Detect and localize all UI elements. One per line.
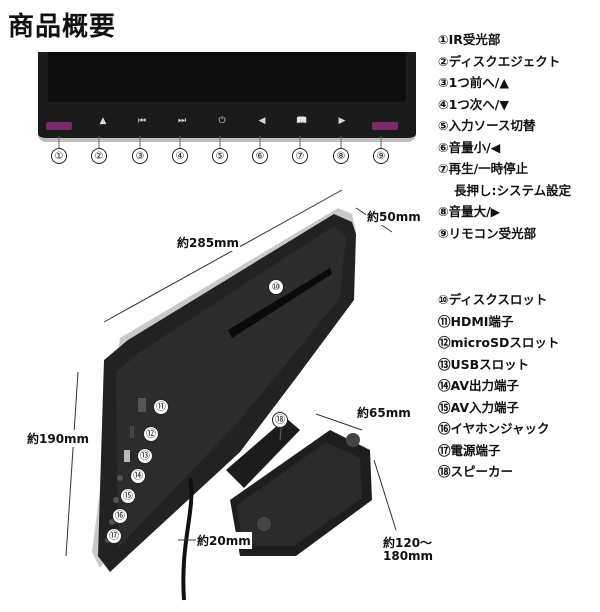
next-icon: ⏭ bbox=[177, 116, 187, 126]
legend-item: ⑫microSDスロット bbox=[438, 335, 560, 350]
legend-item: ⑤入力ソース切替 bbox=[438, 118, 536, 133]
callout-5: ⑤ bbox=[212, 148, 228, 164]
front-screen bbox=[48, 52, 406, 102]
legend-item: ⑱スピーカー bbox=[438, 464, 514, 479]
callout-2: ② bbox=[91, 148, 107, 164]
legend-item: 長押し:システム設定 bbox=[454, 182, 572, 198]
legend-item: ③1つ前へ/▲ bbox=[438, 75, 509, 90]
callout-11: ⑪ bbox=[153, 399, 169, 415]
volume-up-icon: ▶ bbox=[338, 116, 346, 126]
page-title: 商品概要 bbox=[8, 12, 117, 42]
legend-item: ②ディスクエジェクト bbox=[438, 53, 561, 69]
callout-18: ⑱ bbox=[272, 412, 288, 428]
legend-front: ①IR受光部 ②ディスクエジェクト ③1つ前へ/▲ ④1つ次へ/▼ ⑤入力ソース… bbox=[438, 30, 571, 245]
legend-item: ①IR受光部 bbox=[438, 32, 501, 47]
dim-mount-width: 約65mm bbox=[356, 404, 412, 421]
callout-13: ⑬ bbox=[137, 448, 153, 464]
legend-item: ⑨リモコン受光部 bbox=[438, 225, 537, 241]
legend-item: ⑬USBスロット bbox=[438, 356, 530, 372]
play-book-icon: 📖 bbox=[296, 116, 308, 126]
dim-height: 約190mm bbox=[26, 430, 91, 447]
callout-6: ⑥ bbox=[252, 148, 268, 164]
callout-1: ① bbox=[51, 148, 67, 164]
callout-12: ⑫ bbox=[143, 426, 159, 442]
callout-3: ③ bbox=[132, 148, 148, 164]
legend-item: ⑪HDMI端子 bbox=[438, 313, 514, 329]
eject-icon: ▲ bbox=[99, 116, 107, 126]
callout-15: ⑮ bbox=[120, 488, 136, 504]
callout-8: ⑧ bbox=[333, 148, 349, 164]
legend-item: ④1つ次へ/▼ bbox=[438, 96, 509, 112]
legend-item: ⑦再生/一時停止 bbox=[438, 161, 529, 176]
legend-item: ⑧音量大/▶ bbox=[438, 204, 501, 219]
previous-icon: ⏮ bbox=[137, 116, 147, 126]
callout-7: ⑦ bbox=[292, 148, 308, 164]
dim-mount-length-2: 180mm bbox=[382, 549, 435, 563]
monitor-front-view: ▲ ⏮ ⏭ ⏻ ◀ 📖 ▶ bbox=[38, 52, 416, 144]
dim-mount-length-1: 約120～ bbox=[382, 534, 434, 551]
callout-10: ⑩ bbox=[268, 279, 284, 295]
callout-4: ④ bbox=[172, 148, 188, 164]
legend-item: ⑮AV入力端子 bbox=[438, 399, 519, 415]
dim-depth: 約50mm bbox=[366, 208, 422, 225]
legend-item: ⑯イヤホンジャック bbox=[438, 421, 550, 436]
legend-back: ⑩ディスクスロット ⑪HDMI端子 ⑫microSDスロット ⑬USBスロット … bbox=[438, 290, 559, 484]
volume-down-icon: ◀ bbox=[258, 116, 266, 126]
dim-pole: 約20mm bbox=[196, 532, 252, 549]
power-icon: ⏻ bbox=[218, 116, 226, 126]
callout-9: ⑨ bbox=[373, 148, 389, 164]
dim-width: 約285mm bbox=[176, 234, 241, 251]
legend-item: ⑰電源端子 bbox=[438, 442, 501, 458]
remote-receiver-led bbox=[372, 122, 398, 130]
legend-item: ⑥音量小/◀ bbox=[438, 139, 501, 155]
legend-item: ⑩ディスクスロット bbox=[438, 292, 548, 307]
callout-14: ⑭ bbox=[130, 468, 146, 484]
callout-17: ⑰ bbox=[106, 528, 122, 544]
callout-16: ⑯ bbox=[112, 508, 128, 524]
legend-item: ⑭AV出力端子 bbox=[438, 378, 519, 393]
ir-receiver-led bbox=[46, 122, 72, 130]
